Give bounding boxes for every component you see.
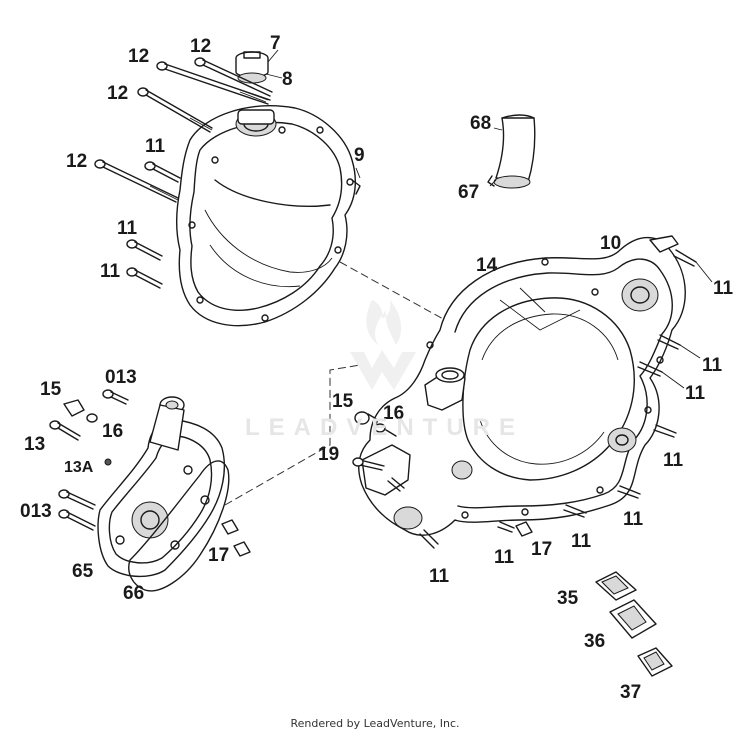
callout-013: 013 [105, 367, 137, 388]
callout-12: 12 [190, 36, 212, 57]
callout-11: 11 [702, 355, 723, 376]
cover-bolts-short-left [126, 161, 181, 289]
callout-11: 11 [713, 278, 734, 299]
callout-11: 11 [571, 531, 592, 552]
watermark-text: LEADVENTURE [245, 414, 525, 441]
callout-10: 10 [600, 233, 622, 254]
callout-17: 17 [531, 539, 553, 560]
callout-7: 7 [270, 33, 281, 54]
dowel-pin-right [515, 521, 533, 537]
bolt-19 [352, 457, 385, 471]
callout-15: 15 [40, 379, 62, 400]
crankcase-bolts [387, 249, 697, 549]
rubber-pads [595, 571, 673, 677]
callout-68: 68 [470, 113, 492, 134]
assembly-leader-lines [224, 261, 446, 506]
callout-12: 12 [128, 46, 150, 67]
watermark-logo [350, 300, 416, 390]
callout-13: 13 [24, 434, 46, 455]
callout-17: 17 [208, 545, 230, 566]
oil-filler-plug [235, 51, 269, 84]
crankcase-half [358, 235, 686, 536]
callout-11: 11 [100, 261, 121, 282]
callout-leaders [265, 49, 713, 389]
callout-11: 11 [685, 383, 706, 404]
callout-11: 11 [145, 136, 166, 157]
water-pump-gasket [128, 460, 230, 592]
callout-12: 12 [107, 83, 129, 104]
drain-plug-left [63, 399, 112, 466]
callout-66: 66 [123, 583, 145, 604]
pump-cover-bolts [49, 389, 129, 531]
callout-11: 11 [663, 450, 684, 471]
callout-16: 16 [383, 403, 405, 424]
callout-013: 013 [20, 501, 52, 522]
callout-12: 12 [66, 151, 88, 172]
callout-9: 9 [354, 145, 365, 166]
callout-65: 65 [72, 561, 94, 582]
callout-15: 15 [332, 391, 354, 412]
callout-11: 11 [429, 566, 450, 587]
footer-credit: Rendered by LeadVenture, Inc. [290, 717, 460, 730]
water-pump-cover [97, 396, 225, 578]
callout-16: 16 [102, 421, 124, 442]
callout-11: 11 [494, 547, 515, 568]
callout-36: 36 [584, 631, 606, 652]
drain-plug-right [354, 411, 397, 437]
callout-37: 37 [620, 682, 642, 703]
callout-11: 11 [117, 218, 138, 239]
callout-67: 67 [458, 182, 480, 203]
cover-bolts-long [94, 57, 273, 203]
callout-14: 14 [476, 255, 498, 276]
callout-19: 19 [318, 444, 340, 465]
callout-8: 8 [282, 69, 293, 90]
callout-35: 35 [557, 588, 579, 609]
callout-11: 11 [623, 509, 644, 530]
dowel-pins-left [221, 519, 251, 557]
clutch-cover [175, 105, 361, 327]
coolant-hose [487, 114, 536, 189]
callout-13A: 13A [64, 459, 94, 476]
